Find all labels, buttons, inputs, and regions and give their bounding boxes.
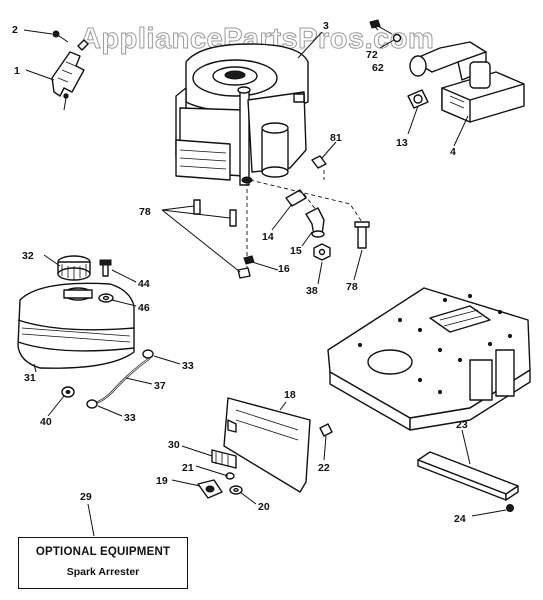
heat-shield-part [223, 397, 311, 493]
bracket-part-30 [211, 449, 237, 469]
nut-part-62 [392, 33, 402, 43]
callout-72: 72 [366, 49, 378, 61]
callout-81: 81 [330, 132, 342, 144]
spark-arrester-part [417, 451, 519, 501]
callout-24: 24 [454, 513, 466, 525]
callout-44: 44 [138, 278, 150, 290]
callout-31: 31 [24, 372, 36, 384]
screw-part-72 [369, 19, 393, 35]
gasket-part-13 [407, 89, 429, 109]
engine-assembly-part [175, 43, 309, 186]
optional-equipment-subtitle: Spark Arrester [66, 566, 140, 578]
optional-equipment-title: OPTIONAL EQUIPMENT [35, 546, 171, 558]
callout-14: 14 [262, 231, 274, 243]
clamp-part-33-top [142, 349, 154, 359]
bolt-part-44 [99, 259, 112, 277]
grommet-part-19 [197, 479, 223, 499]
chassis-frame-part [327, 287, 531, 431]
callout-78-left: 78 [139, 206, 151, 218]
callout-38: 38 [306, 285, 318, 297]
washer-part-20 [229, 485, 243, 495]
screw-part-24 [506, 504, 514, 512]
fuel-line-part [91, 357, 151, 406]
nut-part-21 [225, 472, 235, 480]
callout-22: 22 [318, 462, 330, 474]
callout-2: 2 [12, 24, 18, 36]
callout-62: 62 [372, 62, 384, 74]
bolt-part-78-right [354, 221, 370, 249]
callout-33-bottom: 33 [124, 412, 136, 424]
callout-21: 21 [182, 462, 194, 474]
mounting-guide-lines [246, 170, 363, 268]
throttle-bracket-part [51, 39, 89, 111]
callout-4: 4 [450, 146, 456, 158]
callout-1: 1 [14, 65, 20, 77]
callout-16: 16 [278, 263, 290, 275]
fuel-tank-part [17, 282, 135, 369]
callout-40: 40 [40, 416, 52, 428]
engine-bolts-part-78 [193, 199, 251, 279]
leader-lines [23, 25, 507, 537]
nut-part-38 [313, 243, 331, 261]
callout-78-right: 78 [346, 281, 358, 293]
washer-part-46 [98, 293, 114, 303]
fuel-cap-part [57, 255, 91, 281]
callout-20: 20 [258, 501, 270, 513]
callout-32: 32 [22, 250, 34, 262]
muffler-part [409, 41, 525, 123]
callout-19: 19 [156, 475, 168, 487]
screw-part-22 [319, 423, 333, 437]
callout-23: 23 [456, 419, 468, 431]
fuel-fittings-part [243, 155, 327, 265]
callout-3: 3 [323, 20, 329, 32]
optional-equipment-box: OPTIONAL EQUIPMENT Spark Arrester [18, 537, 188, 589]
clamp-part-33-bottom [86, 399, 98, 409]
callout-labels: 2 1 3 72 62 13 4 81 78 14 15 16 38 78 32… [12, 20, 468, 525]
callout-33-top: 33 [182, 360, 194, 372]
screw-part-2 [52, 30, 69, 43]
callout-18: 18 [284, 389, 296, 401]
fitting-part-40 [61, 386, 75, 398]
callout-13: 13 [396, 137, 408, 149]
callout-30: 30 [168, 439, 180, 451]
callout-37: 37 [154, 380, 166, 392]
watermark-text: AppliancePartsPros.com [80, 23, 434, 55]
callout-15: 15 [290, 245, 302, 257]
callout-29: 29 [80, 491, 92, 503]
callout-46: 46 [138, 302, 150, 314]
